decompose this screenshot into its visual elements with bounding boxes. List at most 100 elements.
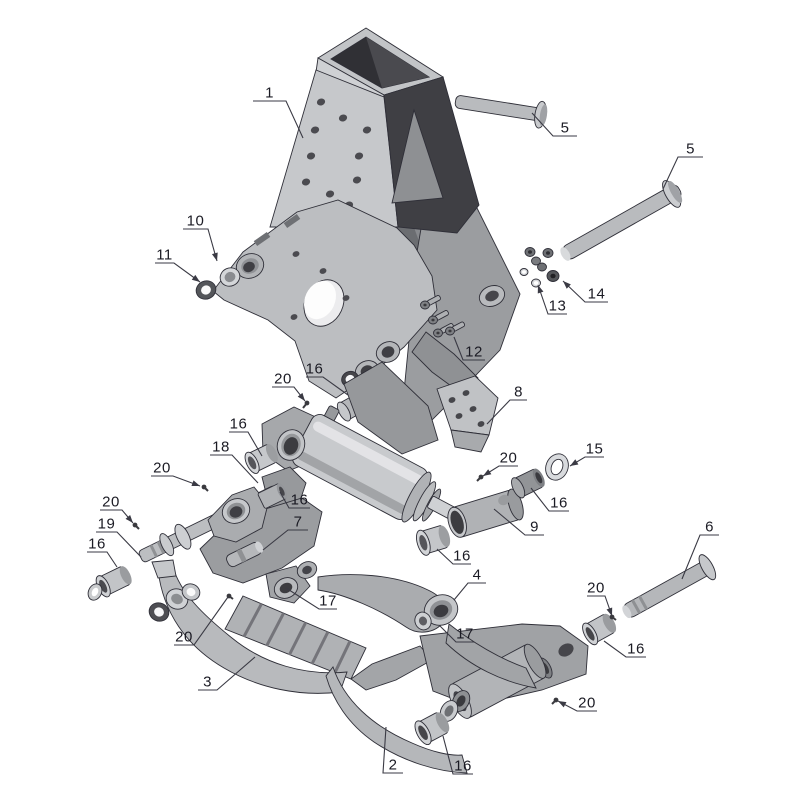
leader-arrowhead [191, 480, 200, 487]
callout-label: 5 [561, 120, 570, 137]
frame-tongue [343, 361, 439, 455]
pivot-pin-lower [560, 180, 683, 261]
leader-line [493, 508, 544, 536]
leader-line [155, 262, 201, 283]
leader-line [87, 551, 118, 568]
callout-label: 20 [102, 494, 120, 511]
callout-11: 11 [155, 247, 201, 283]
leader-arrowhead [483, 469, 492, 476]
callout-8: 8 [486, 384, 527, 425]
callout-16: 16 [530, 487, 569, 512]
callout-18: 18 [210, 439, 259, 484]
leader-line [442, 735, 473, 775]
callout-9: 9 [493, 508, 544, 536]
leader-arrowhead [563, 281, 571, 289]
callout-17: 17 [285, 587, 337, 610]
leader-arrowhead [537, 285, 544, 294]
callout-label: 5 [686, 141, 695, 158]
callout-4: 4 [453, 567, 486, 601]
callout-label: 16 [550, 495, 568, 512]
mount-bracket-8 [411, 331, 499, 453]
callout-20: 20 [272, 371, 306, 402]
callout-label: 16 [230, 416, 248, 433]
leader-line [285, 587, 337, 610]
callout-12: 12 [453, 336, 485, 361]
leader-line [562, 280, 608, 303]
callout-16: 16 [306, 361, 349, 396]
callout-label: 8 [514, 384, 523, 401]
callout-label: 20 [587, 580, 605, 597]
callout-label: 20 [175, 629, 193, 646]
callout-5: 5 [531, 112, 577, 137]
leader-line [279, 491, 310, 509]
callout-label: 1 [265, 85, 274, 102]
thrust-washer-10 [219, 267, 241, 287]
leader-line [436, 548, 471, 565]
bushing-16-shaft-end [257, 483, 288, 509]
leader-line [603, 640, 646, 658]
leader-arrowhead [211, 252, 218, 261]
bolt-set-12 [420, 295, 466, 338]
washer-left [87, 583, 103, 601]
leader-line [382, 726, 403, 774]
callout-15: 15 [569, 441, 604, 467]
callout-label: 17 [319, 593, 337, 610]
callout-6: 6 [681, 519, 719, 580]
callout-label: 3 [203, 674, 212, 691]
callout-label: 16 [291, 492, 309, 509]
leader-line [486, 399, 527, 425]
leader-arrowhead [570, 459, 579, 466]
callout-10: 10 [183, 213, 218, 262]
callout-16: 16 [229, 416, 263, 457]
callout-label: 12 [465, 344, 483, 361]
leader-line [198, 656, 256, 691]
parts-layer [87, 27, 717, 774]
washer-15 [545, 453, 569, 481]
leader-line [537, 284, 567, 315]
callout-label: 7 [294, 514, 303, 531]
leader-arrowhead [606, 607, 613, 616]
leader-line [253, 100, 304, 139]
link-bracket [138, 466, 323, 622]
rod-eye [447, 488, 524, 538]
callout-label: 14 [588, 286, 606, 303]
bushing-16-clevis [244, 443, 278, 474]
callout-3: 3 [198, 656, 256, 691]
callout-20: 20 [482, 450, 518, 477]
callout-label: 4 [473, 567, 482, 584]
callout-20: 20 [100, 494, 134, 524]
leader-line [439, 625, 474, 643]
bushing-16-rod [511, 468, 545, 499]
ribbed-guard [224, 595, 433, 691]
support-tower [269, 27, 480, 234]
callout-13: 13 [537, 284, 567, 315]
callout-label: 20 [274, 371, 292, 388]
callout-label: 18 [212, 439, 230, 456]
callout-layer: 1551011121314820161618162020191671520169… [87, 85, 719, 775]
callout-19: 19 [96, 516, 142, 558]
pin-7 [226, 541, 264, 568]
leader-line [531, 112, 577, 137]
callout-2: 2 [382, 726, 403, 774]
pin-6 [622, 554, 717, 619]
callout-17: 17 [439, 625, 474, 643]
callout-label: 20 [578, 695, 596, 712]
callout-label: 16 [627, 641, 645, 658]
callout-16: 16 [442, 735, 473, 775]
leader-line [96, 531, 142, 558]
bushing-16-left [95, 566, 132, 598]
callout-label: 9 [530, 519, 539, 536]
leader-arrowhead [558, 701, 567, 708]
callout-label: 16 [306, 361, 324, 378]
callout-label: 20 [500, 450, 518, 467]
callout-16: 16 [279, 491, 310, 509]
callout-16: 16 [436, 548, 471, 565]
callout-20: 20 [174, 596, 229, 646]
bushing-16-hub [414, 712, 450, 745]
callout-label: 16 [454, 758, 472, 775]
grease-fittings [132, 400, 617, 705]
leader-line [229, 431, 263, 457]
leader-line [453, 336, 485, 361]
